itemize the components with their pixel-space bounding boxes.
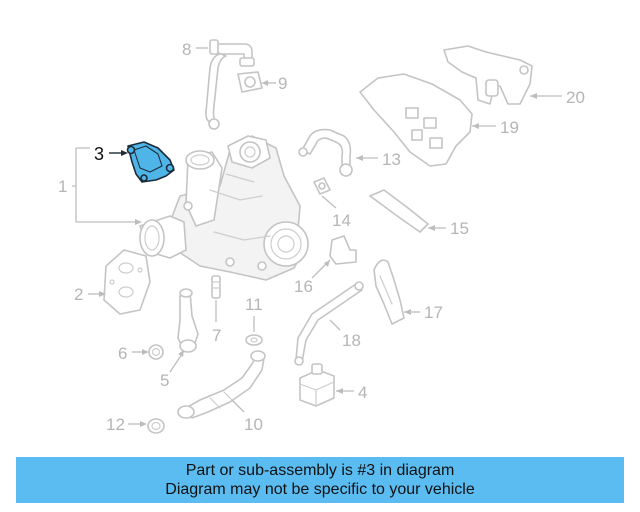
callout-13: 13	[382, 150, 401, 169]
parts-diagram: 8 9 20 19 13 14 15	[58, 39, 585, 434]
part-14-gasket	[313, 177, 331, 195]
part-13-oil-line	[298, 128, 353, 177]
callout-12: 12	[106, 415, 125, 434]
callout-6: 6	[118, 344, 127, 363]
callout-15: 15	[450, 219, 469, 238]
part-5-pipe	[177, 288, 199, 353]
part-10-pipe	[177, 350, 266, 419]
part-3-highlighted[interactable]	[126, 141, 175, 183]
callout-7: 7	[212, 326, 221, 345]
banner-line-1: Part or sub-assembly is #3 in diagram	[185, 462, 455, 479]
part-12-gasket	[147, 418, 165, 434]
part-18-support	[294, 281, 364, 366]
part-9-gasket	[237, 71, 263, 93]
part-8-coolant-line	[205, 39, 255, 130]
part-6-o-ring	[148, 344, 164, 360]
callout-18: 18	[342, 331, 361, 350]
callout-10: 10	[244, 415, 263, 434]
callout-16: 16	[294, 277, 313, 296]
part-11-washer	[245, 334, 263, 346]
callout-1: 1	[58, 177, 67, 196]
callout-20: 20	[566, 88, 585, 107]
info-banner: Part or sub-assembly is #3 in diagram Di…	[16, 457, 624, 503]
callout-4: 4	[358, 383, 367, 402]
part-2-gasket	[103, 249, 151, 315]
part-16-bracket	[329, 235, 357, 265]
callout-3: 3	[94, 144, 104, 164]
part-1-turbocharger	[139, 135, 309, 281]
callout-2: 2	[74, 285, 83, 304]
part-4-valve	[299, 363, 335, 407]
banner-line-2: Diagram may not be specific to your vehi…	[165, 481, 475, 498]
callout-9: 9	[278, 74, 287, 93]
part-20-bracket	[443, 45, 533, 105]
callout-17: 17	[424, 303, 443, 322]
part-17-heat-shield	[373, 259, 405, 325]
part-19-heat-shield	[359, 73, 473, 167]
callout-14: 14	[332, 211, 351, 230]
callout-11: 11	[245, 295, 263, 314]
callout-19: 19	[500, 118, 519, 137]
callout-8: 8	[182, 40, 191, 59]
callout-5: 5	[160, 371, 169, 390]
part-15-shield-strip	[369, 189, 429, 233]
part-7-stud	[211, 275, 221, 299]
